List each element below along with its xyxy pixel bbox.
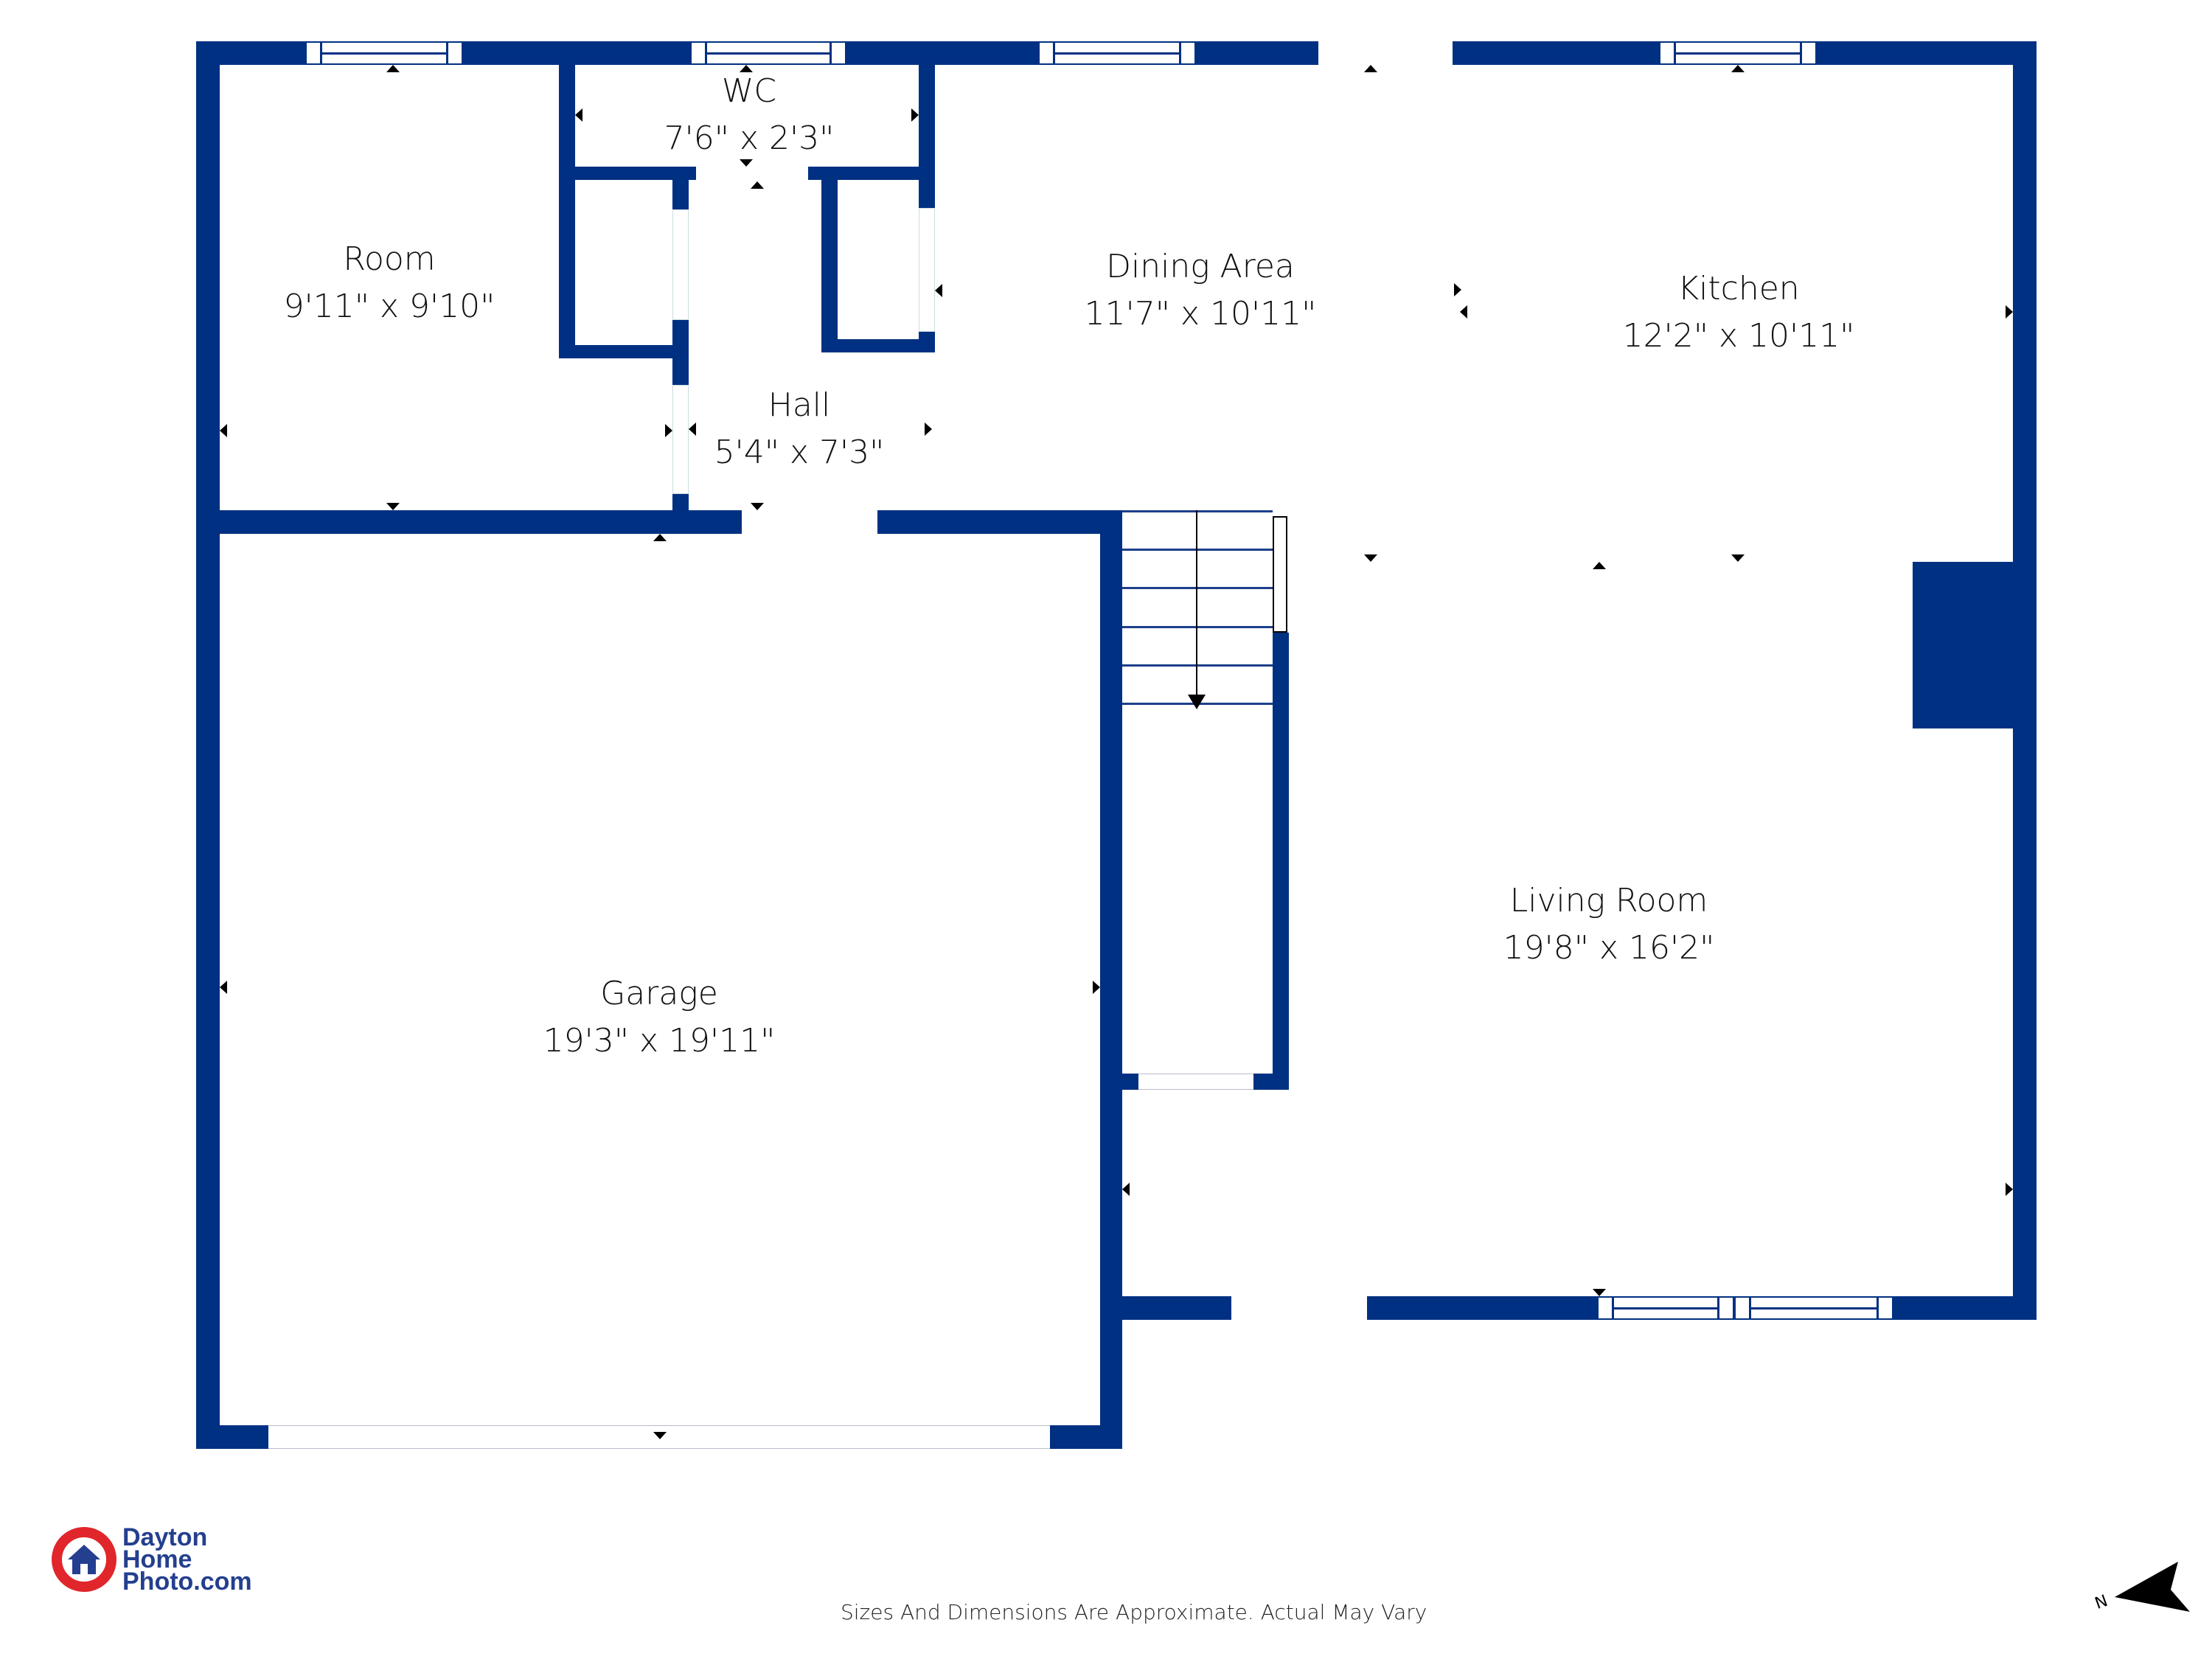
- room-label-garage: Garage 19'3" x 19'11": [543, 970, 776, 1065]
- room-dimensions: 11'7" x 10'11": [1084, 295, 1317, 333]
- marker-hall-right: [925, 422, 932, 436]
- left-closet-opening: [672, 209, 689, 320]
- marker-garage-top: [653, 534, 667, 541]
- marker-dining-top: [1364, 65, 1377, 72]
- stair-bottom-wall-left: [1100, 1074, 1138, 1090]
- room-name: Dining Area: [1106, 248, 1295, 285]
- marker-kitchen-left: [1460, 305, 1467, 319]
- marker-living-right: [2006, 1183, 2013, 1196]
- marker-kitchen-bottom: [1731, 554, 1745, 562]
- window-living-bottom-1: [1597, 1296, 1734, 1320]
- wc-right-wall: [919, 41, 935, 208]
- company-logo: Dayton Home Photo.com: [52, 1523, 252, 1596]
- logo-text: Dayton Home Photo.com: [122, 1523, 252, 1596]
- wc-left-wall: [559, 41, 575, 358]
- room-label-living-room: Living Room 19'8" x 16'2": [1503, 877, 1715, 972]
- marker-garage-right: [1093, 981, 1100, 994]
- marker-room-bottom: [386, 503, 400, 510]
- left-closet-bottom-wall: [559, 345, 689, 358]
- logo-line-3: Photo.com: [122, 1568, 252, 1596]
- stair-bottom-wall-right: [1253, 1074, 1289, 1090]
- right-closet-left-wall: [821, 167, 838, 352]
- marker-wc-left: [575, 108, 582, 122]
- disclaimer-text: Sizes And Dimensions Are Approximate. Ac…: [841, 1600, 1427, 1624]
- living-door-bottom: [1231, 1296, 1367, 1320]
- hall-left-wall-stub: [672, 494, 689, 534]
- marker-living-top: [1593, 562, 1606, 569]
- window-dining-top: [1038, 41, 1196, 65]
- stair-direction-line: [1196, 510, 1197, 695]
- hall-left-opening: [672, 385, 689, 494]
- outer-wall-left: [196, 41, 220, 1449]
- marker-hall-top: [751, 181, 764, 189]
- room-dimensions: 19'3" x 19'11": [543, 1022, 776, 1060]
- hall-opening-bottom: [742, 510, 877, 534]
- right-closet-right-stub: [919, 332, 935, 352]
- stair-railing: [1273, 516, 1287, 633]
- svg-text:N: N: [2093, 1592, 2110, 1613]
- marker-kitchen-right: [2006, 305, 2013, 319]
- window-kitchen-top: [1659, 41, 1817, 65]
- marker-kitchen-top: [1731, 65, 1745, 72]
- room-dimensions: 19'8" x 16'2": [1503, 929, 1715, 967]
- marker-hall-bottom: [751, 503, 764, 510]
- window-room-top: [305, 41, 463, 65]
- compass-arrow-icon: N: [2093, 1562, 2190, 1613]
- stair-arrow-down-icon: [1188, 695, 1206, 709]
- room-name: WC: [721, 72, 777, 110]
- room-label-room: Room 9'11" x 9'10": [284, 236, 495, 330]
- room-name: Garage: [600, 975, 718, 1012]
- north-compass: N: [2093, 1556, 2196, 1615]
- room-label-dining-area: Dining Area 11'7" x 10'11": [1085, 243, 1317, 338]
- marker-room-right: [665, 424, 672, 437]
- room-garage-wall: [196, 510, 1122, 534]
- marker-living-bottom: [1593, 1289, 1606, 1296]
- front-door-top: [1318, 41, 1453, 65]
- marker-room-top: [386, 65, 400, 72]
- wc-bottom-wall-right: [808, 167, 935, 180]
- room-dimensions: 12'2" x 10'11": [1622, 317, 1855, 355]
- room-name: Hall: [768, 386, 831, 424]
- marker-wc-bottom: [740, 159, 753, 167]
- stair-door: [1138, 1074, 1253, 1090]
- garage-right-wall: [1100, 510, 1122, 1449]
- marker-hall-left: [689, 422, 696, 436]
- wc-bottom-wall-left: [559, 167, 696, 180]
- room-label-kitchen: Kitchen 12'2" x 10'11": [1623, 265, 1855, 360]
- right-closet-bottom-wall: [821, 339, 935, 352]
- room-dimensions: 7'6" x 2'3": [664, 119, 835, 157]
- room-label-hall: Hall 5'4" x 7'3": [714, 382, 885, 476]
- window-wc-top: [690, 41, 846, 65]
- window-living-bottom-2: [1734, 1296, 1893, 1320]
- marker-closet-right: [935, 284, 942, 297]
- right-closet-opening: [919, 208, 935, 332]
- room-name: Living Room: [1509, 882, 1708, 919]
- fireplace-block: [1913, 562, 2037, 728]
- room-dimensions: 5'4" x 7'3": [714, 434, 885, 471]
- marker-dining-right: [1454, 283, 1461, 296]
- room-name: Kitchen: [1677, 270, 1800, 307]
- room-label-wc: WC 7'6" x 2'3": [664, 68, 835, 162]
- left-closet-right-wall: [672, 167, 689, 209]
- logo-line-1: Dayton: [122, 1523, 208, 1551]
- room-name: Room: [343, 240, 436, 278]
- marker-garage-bottom: [653, 1432, 667, 1439]
- marker-garage-left: [220, 981, 227, 994]
- marker-wc-top: [740, 65, 753, 72]
- room-dimensions: 9'11" x 9'10": [283, 288, 495, 325]
- logo-line-2: Home: [122, 1545, 192, 1573]
- stair-right-wall: [1273, 633, 1289, 1090]
- marker-living-left: [1122, 1183, 1130, 1196]
- stairs: [1122, 510, 1273, 714]
- camera-house-icon: [52, 1527, 116, 1592]
- marker-dining-bottom: [1364, 554, 1377, 562]
- marker-room-left: [220, 424, 227, 437]
- wc-door: [696, 167, 808, 180]
- garage-door: [268, 1425, 1050, 1449]
- marker-wc-right: [911, 108, 919, 122]
